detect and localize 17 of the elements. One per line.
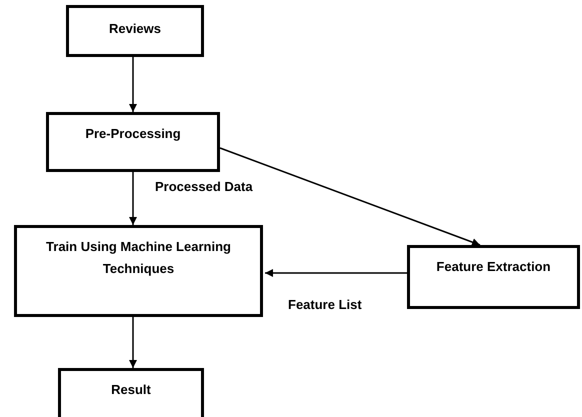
edge-label: Feature List: [286, 297, 364, 312]
process-box: [14, 225, 263, 317]
box-label: Pre-Processing: [84, 125, 182, 143]
process-box: [407, 245, 580, 309]
arrow: [129, 57, 137, 112]
box-label: Feature Extraction: [435, 258, 552, 276]
arrow: [265, 269, 407, 277]
process-box: [66, 5, 204, 57]
box-label: Result: [110, 381, 152, 399]
arrow: [220, 147, 480, 246]
process-box: [58, 368, 204, 417]
arrow: [129, 317, 137, 368]
process-box: [46, 112, 220, 172]
edge-label: Processed Data: [153, 179, 255, 194]
arrow: [129, 172, 137, 225]
box-label: Reviews: [108, 20, 162, 38]
box-label: Train Using Machine Learning Techniques: [45, 238, 232, 278]
